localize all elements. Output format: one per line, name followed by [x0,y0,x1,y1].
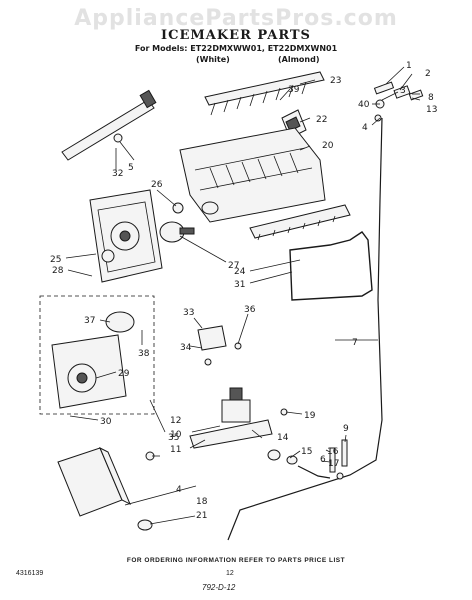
callout-12: 12 [170,416,181,426]
callout-2: 2 [425,69,431,79]
callout-8: 8 [428,93,434,103]
module-assembly-box [39,295,155,415]
callout-40: 40 [358,100,370,110]
callout-28: 28 [52,266,64,276]
callout-26: 26 [151,180,163,190]
color-almond-label: (Almond) [278,55,320,64]
callout-37: 37 [84,316,95,326]
callout-15: 15 [301,447,312,457]
mounting-bracket-part [197,325,242,366]
callout-27: 27 [228,261,239,271]
callout-30: 30 [100,417,112,427]
motor-part [159,221,195,243]
callout-34: 34 [180,343,192,353]
mold-heater-part [179,127,326,223]
callout-9: 9 [343,424,349,434]
ice-bin-part [57,446,153,531]
control-housing-part [89,189,163,283]
callout-6: 6 [320,455,326,465]
callout-11: 11 [170,445,181,455]
callout-33: 33 [183,308,194,318]
callout-35: 35 [168,433,179,443]
callout-31: 31 [234,280,245,290]
page-title: ICEMAKER PARTS [161,28,311,43]
callout-24: 24 [234,267,246,277]
ejector-blades-part [204,71,325,116]
callout-1: 1 [406,61,412,71]
callout-14: 14 [277,433,289,443]
callout-18: 18 [196,497,208,507]
callout-23: 23 [330,76,341,86]
fill-fittings-part [373,81,424,122]
ejector-cover-part [249,204,351,241]
water-valve-part [145,387,298,465]
callout-25: 25 [50,255,61,265]
callout-17: 17 [328,459,339,469]
fill-arm-part [61,89,157,161]
handwritten-note: 792-D-12 [202,583,236,592]
color-white-label: (White) [196,55,230,64]
leader-lines [65,66,421,525]
callout-5: 5 [128,163,134,173]
callout-32: 32 [112,169,123,179]
motor-module-part [51,311,135,409]
callout-21: 21 [196,511,207,521]
models-line: For Models: ET22DMXWW01, ET22DMXWN01 [134,44,338,53]
document-number: 4316139 [16,570,44,577]
callout-22: 22 [316,115,327,125]
callout-3: 3 [400,86,406,96]
callout-16: 16 [327,447,339,457]
ordering-note: FOR ORDERING INFORMATION REFER TO PARTS … [126,557,346,564]
callout-7: 7 [352,338,358,348]
callout-10: 10 [170,430,182,440]
callout-39: 39 [288,85,300,95]
valve-fittings-part [297,439,348,480]
callout-29: 29 [118,369,130,379]
callout-20: 20 [322,141,334,151]
callout-19: 19 [304,411,316,421]
shutoff-arm-part [289,231,373,301]
page-number: 12 [226,570,234,577]
callout-38: 38 [138,349,150,359]
callout-13: 13 [426,105,437,115]
callout-4-lower: 4 [176,485,182,495]
water-tube-part [227,117,383,541]
callout-36: 36 [244,305,256,315]
callout-4-upper: 4 [362,123,368,133]
watermark: AppliancePartsPros.com [74,6,398,31]
